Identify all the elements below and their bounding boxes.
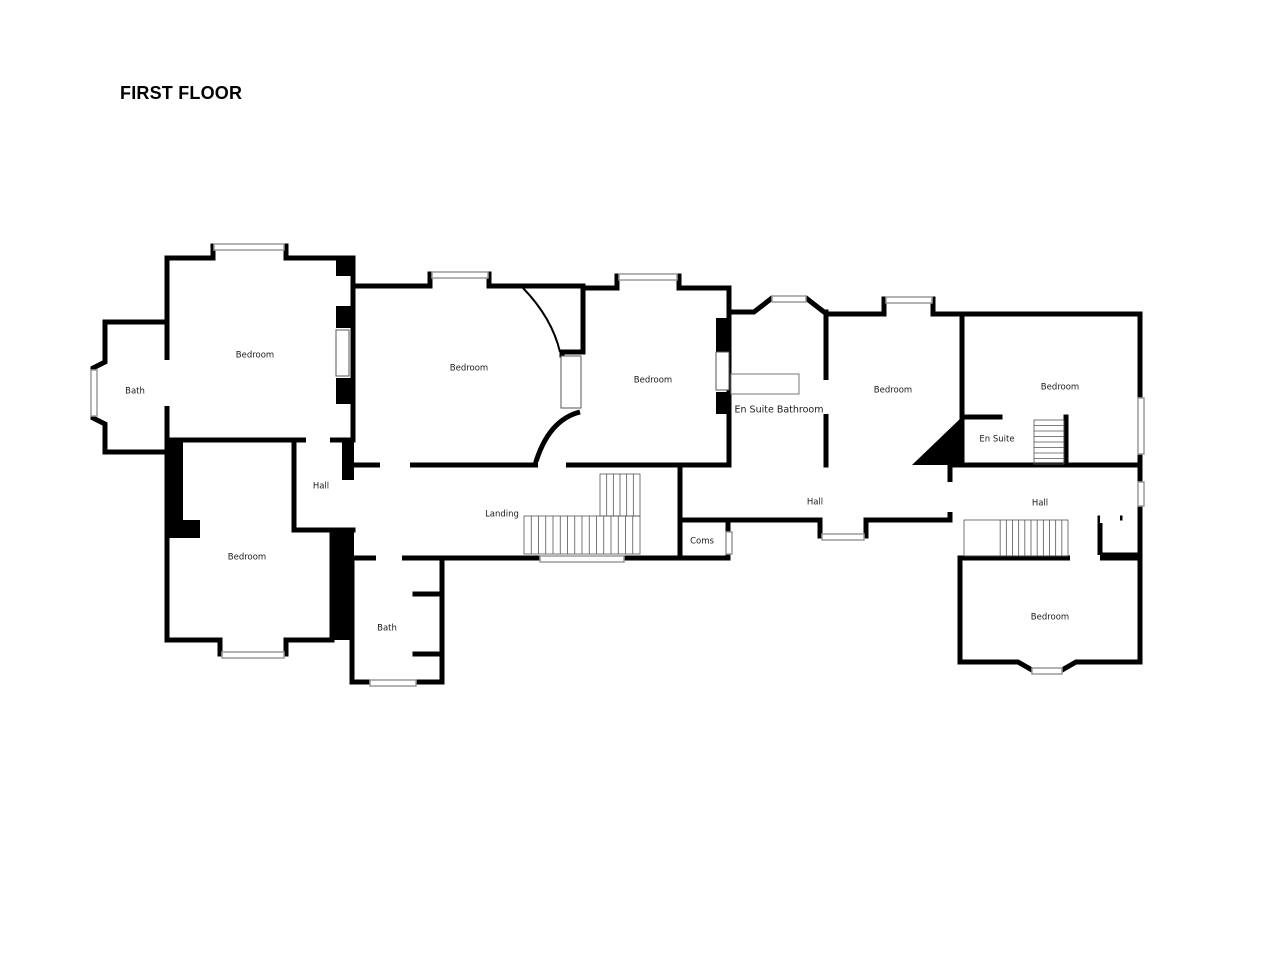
page-title: FIRST FLOOR — [120, 83, 243, 103]
window-b2 — [431, 271, 489, 279]
wall-bedroom-6 — [164, 437, 356, 657]
wall-hall-east — [947, 462, 1143, 558]
room-label-bedroom-1: Bedroom — [236, 351, 274, 361]
chimney-3 — [716, 318, 729, 352]
chimney-3b — [716, 392, 729, 414]
pillar-west — [167, 440, 183, 538]
fireplace-3 — [715, 351, 730, 391]
room-label-en-suite: En Suite — [979, 435, 1014, 445]
room-label-landing: Landing — [485, 510, 519, 520]
room-label-hall-centre: Hall — [807, 498, 823, 508]
chimney-1b — [336, 306, 353, 328]
chimney-1c — [336, 378, 353, 404]
room-labels: Bath Bedroom Bedroom Bedroom En Suite Ba… — [125, 351, 1079, 634]
room-label-bath-south: Bath — [377, 624, 397, 634]
window-b1 — [213, 243, 285, 251]
stair-treads — [530, 425, 1064, 556]
fireplaces — [335, 329, 730, 409]
pillar-hall — [332, 530, 354, 640]
chimney-1 — [336, 258, 353, 276]
window-coms — [725, 531, 733, 555]
room-label-bedroom-6: Bedroom — [228, 553, 266, 563]
pillar-west-b — [167, 520, 200, 538]
wall-fill-en-suite — [912, 417, 962, 465]
window-bath-w — [90, 369, 98, 417]
stairs — [523, 419, 1069, 557]
wall-bedroom-1 — [164, 243, 356, 443]
walls — [90, 243, 1143, 685]
window-b4 — [885, 296, 933, 304]
window-bs — [369, 679, 417, 687]
window-b6 — [221, 651, 285, 659]
room-label-bedroom-7: Bedroom — [1031, 613, 1069, 623]
pillar-hall-b — [342, 440, 354, 480]
curved-wall-2 — [532, 409, 581, 466]
room-label-bedroom-3: Bedroom — [634, 376, 672, 386]
curved-wall — [522, 287, 561, 353]
room-label-bath-west: Bath — [125, 387, 145, 397]
fireplace-1 — [335, 329, 350, 377]
window-land — [539, 555, 625, 563]
room-label-hall-east: Hall — [1032, 499, 1048, 509]
wall-bedroom-3 — [580, 273, 732, 468]
room-label-hall-west: Hall — [313, 482, 329, 492]
wall-bath-south — [349, 555, 445, 685]
window-b5 — [1137, 397, 1145, 455]
room-label-coms: Coms — [690, 537, 714, 547]
window-hc — [821, 533, 865, 541]
wall-hall-west — [291, 437, 335, 533]
window-b3 — [618, 273, 678, 281]
window-he — [1137, 481, 1145, 507]
door-gaps — [164, 360, 1120, 563]
room-label-bedroom-4: Bedroom — [874, 386, 912, 396]
room-label-en-suite-bathroom: En Suite Bathroom — [735, 405, 824, 416]
stair-hall-east — [963, 519, 1069, 557]
room-label-bedroom-5: Bedroom — [1041, 383, 1079, 393]
bath-fixture — [730, 373, 800, 395]
window-b7 — [1031, 667, 1063, 675]
wall-bedroom-2 — [352, 271, 586, 358]
room-label-bedroom-2: Bedroom — [450, 364, 488, 374]
fireplace-2 — [560, 355, 582, 409]
windows — [90, 243, 1145, 687]
window-ens — [771, 295, 807, 303]
